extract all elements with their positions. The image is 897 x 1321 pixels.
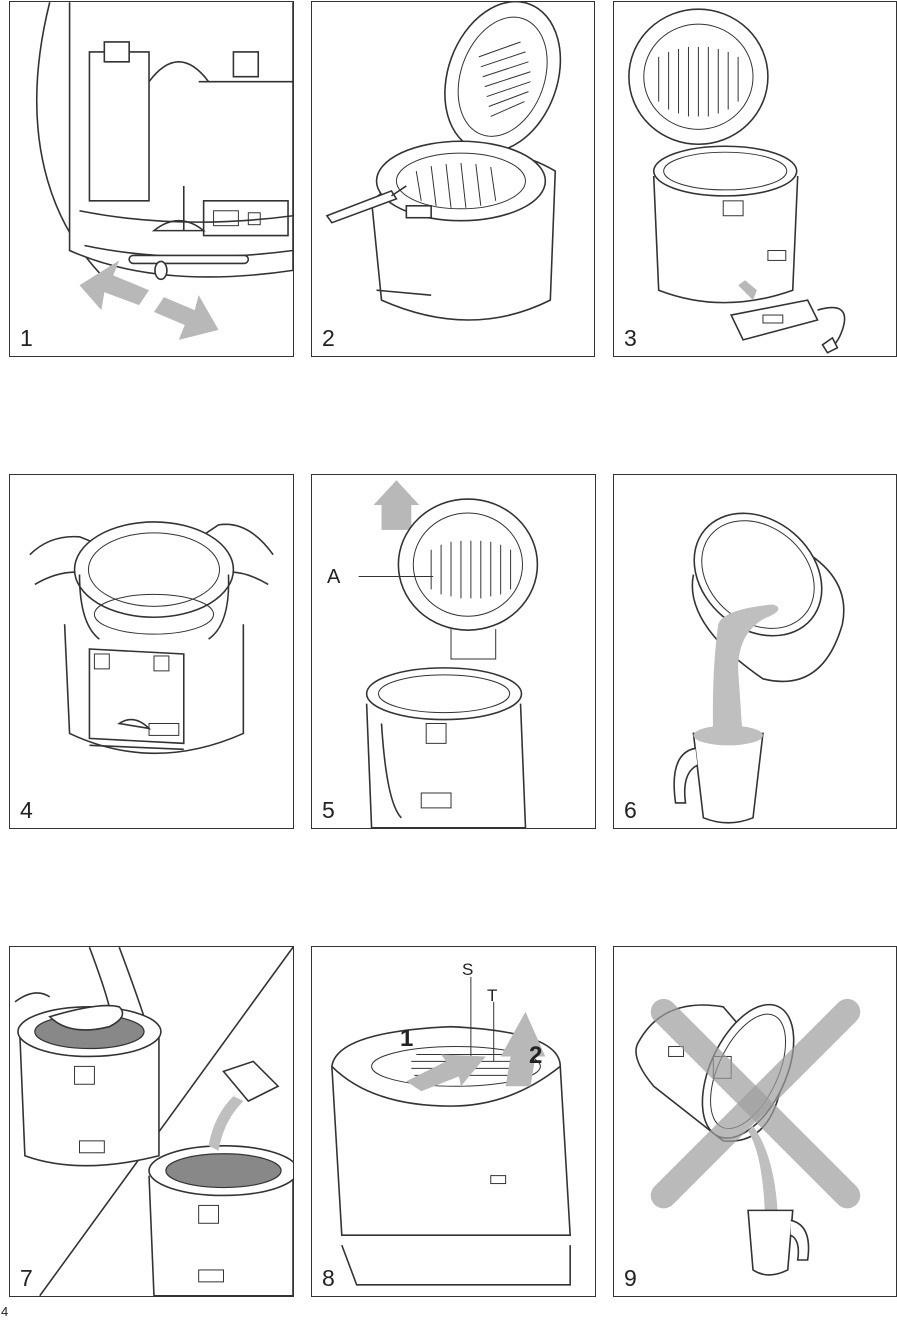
figure-number: 9 xyxy=(624,1267,637,1290)
figure-8: S T 1 2 8 xyxy=(311,946,596,1297)
callout-a: A xyxy=(327,567,340,587)
figure-7: 7 xyxy=(9,946,294,1297)
fryer-open-lid-basket-illustration xyxy=(312,2,594,356)
close-filter-lid-illustration xyxy=(312,947,595,1296)
figure-9: 9 xyxy=(613,946,897,1297)
figure-2: 2 xyxy=(311,1,595,357)
figure-4: 4 xyxy=(9,474,294,829)
figure-6: 6 xyxy=(613,474,897,829)
figure-1: 1 xyxy=(9,1,294,357)
page-number: 4 xyxy=(1,1304,8,1319)
move-right-arrow xyxy=(154,295,219,340)
callout-t: T xyxy=(487,987,497,1004)
fryer-unplug-cord-illustration xyxy=(614,2,896,356)
figure-number: 6 xyxy=(624,799,637,822)
lift-up-arrow xyxy=(374,480,420,530)
figure-number: 5 xyxy=(322,799,335,822)
figure-number: 8 xyxy=(322,1267,335,1290)
oil-stream xyxy=(209,1096,244,1151)
callout-2: 2 xyxy=(529,1044,542,1068)
callout-s: S xyxy=(462,961,473,978)
figure-5: A 5 xyxy=(311,474,596,829)
figure-3: 3 xyxy=(613,1,897,357)
pour-oil-into-jug-illustration xyxy=(614,475,896,828)
figure-number: 7 xyxy=(20,1267,33,1290)
insert-filter-and-fill-oil-illustration xyxy=(10,947,293,1296)
callout-1: 1 xyxy=(400,1027,413,1051)
figure-number: 3 xyxy=(624,327,637,350)
figure-number: 4 xyxy=(20,799,33,822)
fryer-front-control-illustration xyxy=(10,2,293,356)
do-not-pour-from-fryer-illustration xyxy=(614,947,896,1296)
remove-bowl-hands-illustration xyxy=(10,475,293,828)
figure-number: 1 xyxy=(20,327,33,350)
figure-number: 2 xyxy=(322,327,335,350)
lift-lid-illustration xyxy=(312,475,595,828)
